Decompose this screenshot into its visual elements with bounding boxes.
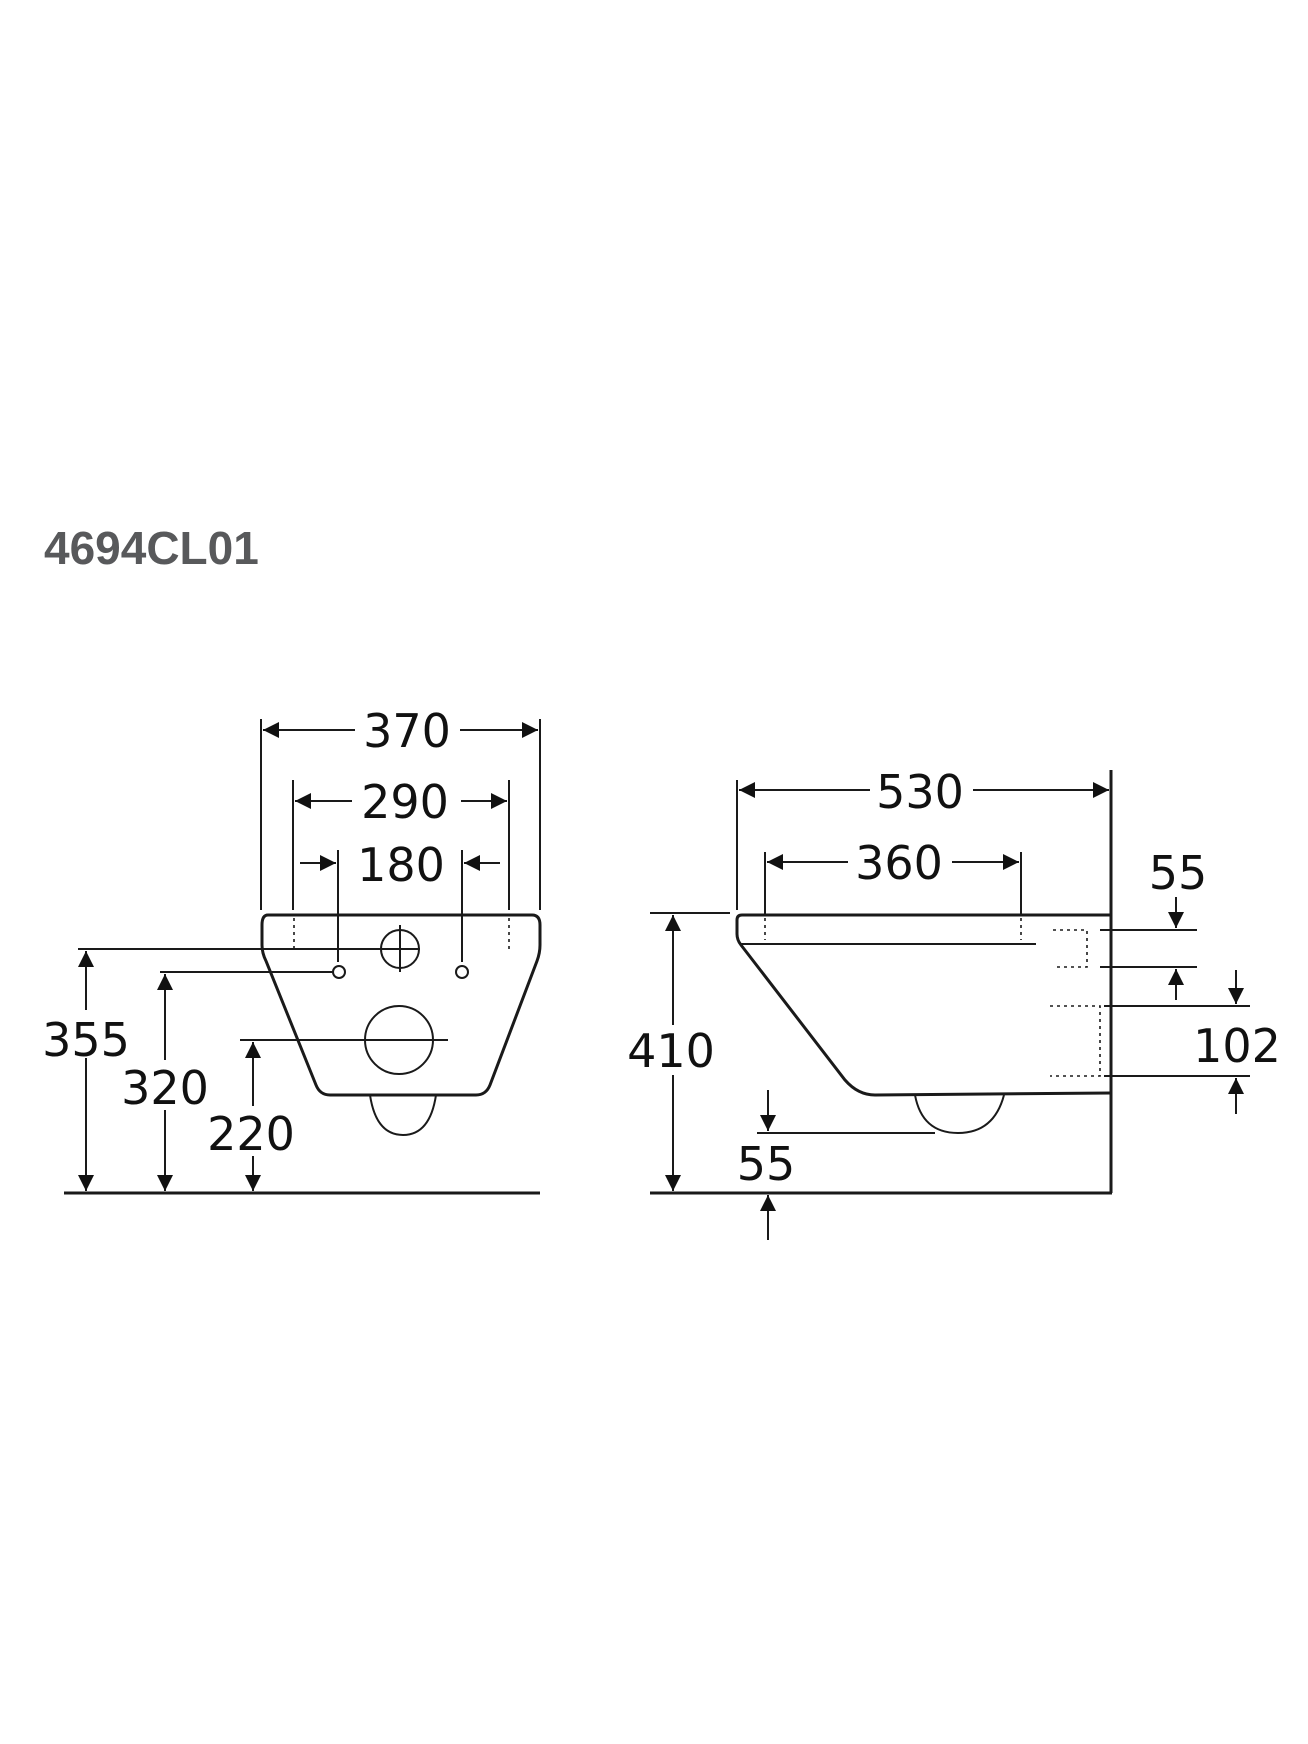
fixing-hole-left	[332, 965, 346, 979]
front-bowl-outline	[260, 913, 542, 1097]
dim-290-label: 290	[361, 775, 449, 829]
dim-370-label: 370	[363, 704, 451, 758]
dim-55-bottom-label: 55	[737, 1137, 796, 1191]
dim-220-label: 220	[207, 1107, 295, 1161]
side-view: 530 360 55 102 410 55	[627, 765, 1281, 1240]
dim-530-label: 530	[876, 765, 964, 819]
front-outlet-curve	[369, 1094, 437, 1137]
side-outlet-curve	[914, 1094, 1005, 1135]
dim-55-top-label: 55	[1149, 846, 1208, 900]
side-bowl-outline	[735, 913, 1112, 1097]
dim-355-label: 355	[42, 1013, 130, 1067]
dim-360-label: 360	[855, 836, 943, 890]
dim-320-label: 320	[121, 1061, 209, 1115]
fixing-hole-right	[455, 965, 469, 979]
dim-410-label: 410	[627, 1024, 715, 1078]
dim-102-label: 102	[1193, 1019, 1281, 1073]
front-view: 370 290 180 355 320 220	[42, 704, 542, 1195]
model-number-title: 4694CL01	[44, 522, 259, 574]
dim-180-label: 180	[357, 838, 445, 892]
